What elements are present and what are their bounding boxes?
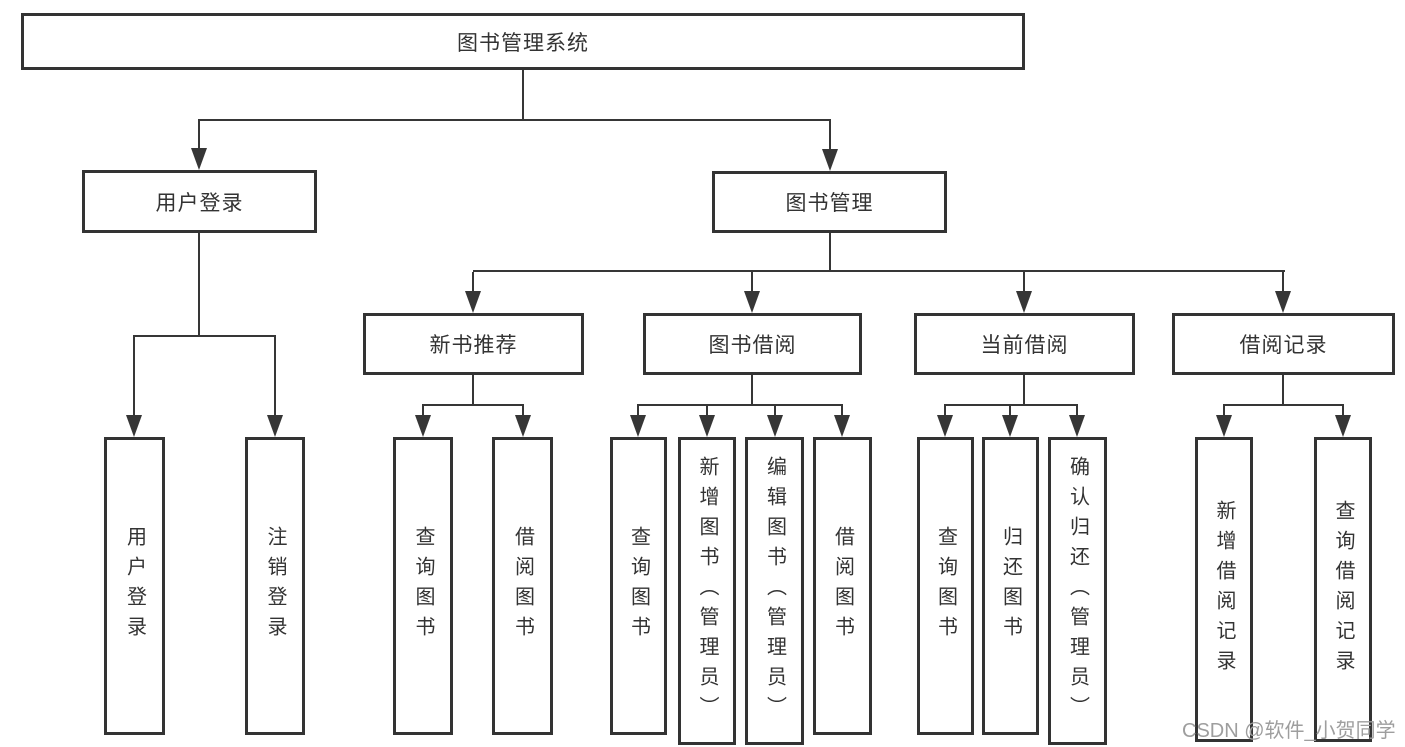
edge-line [751,272,753,293]
edge-line [1023,375,1025,404]
node-label: 借阅图书 [831,526,854,646]
edge-line [198,121,200,151]
arrow-down-icon [415,415,431,437]
arrow-down-icon [822,149,838,171]
watermark: CSDN @软件_小贺同学 [1182,720,1396,742]
edge-line [274,337,276,416]
edge-line [473,270,1285,272]
node-label: 查询图书 [627,526,650,646]
node-user-login-group: 用户登录 [82,170,317,233]
edge-line [422,404,524,406]
leaf-add-borrow-record: 新增借阅记录 [1195,437,1253,742]
arrow-down-icon [1069,415,1085,437]
arrow-down-icon [744,291,760,313]
arrow-down-icon [937,415,953,437]
edge-line [841,406,843,416]
node-label: 查询图书 [412,526,434,646]
node-new-book-recommend: 新书推荐 [363,313,584,375]
edge-line [1009,406,1011,416]
arrow-down-icon [699,415,715,437]
edge-line [1223,406,1225,416]
leaf-add-books-admin: 新增图书（管理员） [678,437,736,745]
arrow-down-icon [630,415,646,437]
edge-line [133,335,276,337]
edge-line [829,121,831,152]
arrow-down-icon [1216,415,1232,437]
leaf-return-books: 归还图书 [982,437,1039,735]
leaf-confirm-return-admin: 确认归还（管理员） [1048,437,1107,745]
arrow-down-icon [191,148,207,170]
arrow-down-icon [1002,415,1018,437]
leaf-user-login: 用户登录 [104,437,165,735]
edge-line [1223,404,1344,406]
edge-line [829,233,831,270]
arrow-down-icon [834,415,850,437]
edge-line [706,406,708,416]
node-label: 新增借阅记录 [1213,499,1235,680]
node-borrow-record: 借阅记录 [1172,313,1395,375]
node-label: 当前借阅 [980,334,1069,357]
node-book-management: 图书管理 [712,171,947,233]
edge-line [198,233,200,335]
edge-line [472,272,474,293]
leaf-borrow-books-recommend: 借阅图书 [492,437,553,735]
node-label: 查询借阅记录 [1332,499,1354,680]
arrow-down-icon [1016,291,1032,313]
node-book-borrow: 图书借阅 [643,313,862,375]
leaf-edit-books-admin: 编辑图书（管理员） [745,437,804,745]
edge-line [422,406,424,416]
node-label: 借阅图书 [511,526,534,646]
arrow-down-icon [267,415,283,437]
edge-line [774,406,776,416]
edge-line [1282,272,1284,293]
edge-line [472,375,474,404]
arrow-down-icon [515,415,531,437]
node-label: 图书管理系统 [457,31,589,55]
edge-line [1282,375,1284,404]
node-label: 查询图书 [934,526,957,646]
node-label: 注销登录 [264,526,286,646]
edge-line [944,404,1078,406]
leaf-borrow-books: 借阅图书 [813,437,872,735]
edge-line [198,119,831,121]
node-label: 用户登录 [155,191,244,215]
edge-line [1342,406,1344,416]
node-library-management-system: 图书管理系统 [21,13,1025,70]
node-label: 新增图书（管理员） [696,456,718,726]
node-label: 用户登录 [123,526,146,646]
leaf-logout: 注销登录 [245,437,305,735]
leaf-query-books-current: 查询图书 [917,437,974,735]
arrow-down-icon [767,415,783,437]
arrow-down-icon [465,291,481,313]
edge-line [522,406,524,416]
arrow-down-icon [126,415,142,437]
arrow-down-icon [1335,415,1351,437]
node-label: 借阅记录 [1239,334,1328,357]
edge-line [1023,272,1025,293]
edge-line [637,404,843,406]
node-label: 归还图书 [999,526,1022,646]
edge-line [751,375,753,404]
node-label: 确认归还（管理员） [1066,456,1089,726]
arrow-down-icon [1275,291,1291,313]
node-label: 图书借阅 [708,334,797,357]
leaf-query-borrow-record: 查询借阅记录 [1314,437,1372,742]
edge-line [133,337,135,416]
leaf-query-books-borrow: 查询图书 [610,437,667,735]
node-label: 新书推荐 [429,334,518,357]
node-label: 编辑图书（管理员） [763,456,786,726]
edge-line [944,406,946,416]
edge-line [1076,406,1078,416]
node-current-borrow: 当前借阅 [914,313,1135,375]
edge-line [637,406,639,416]
leaf-query-books-recommend: 查询图书 [393,437,453,735]
node-label: 图书管理 [785,192,874,215]
edge-line [522,70,524,120]
